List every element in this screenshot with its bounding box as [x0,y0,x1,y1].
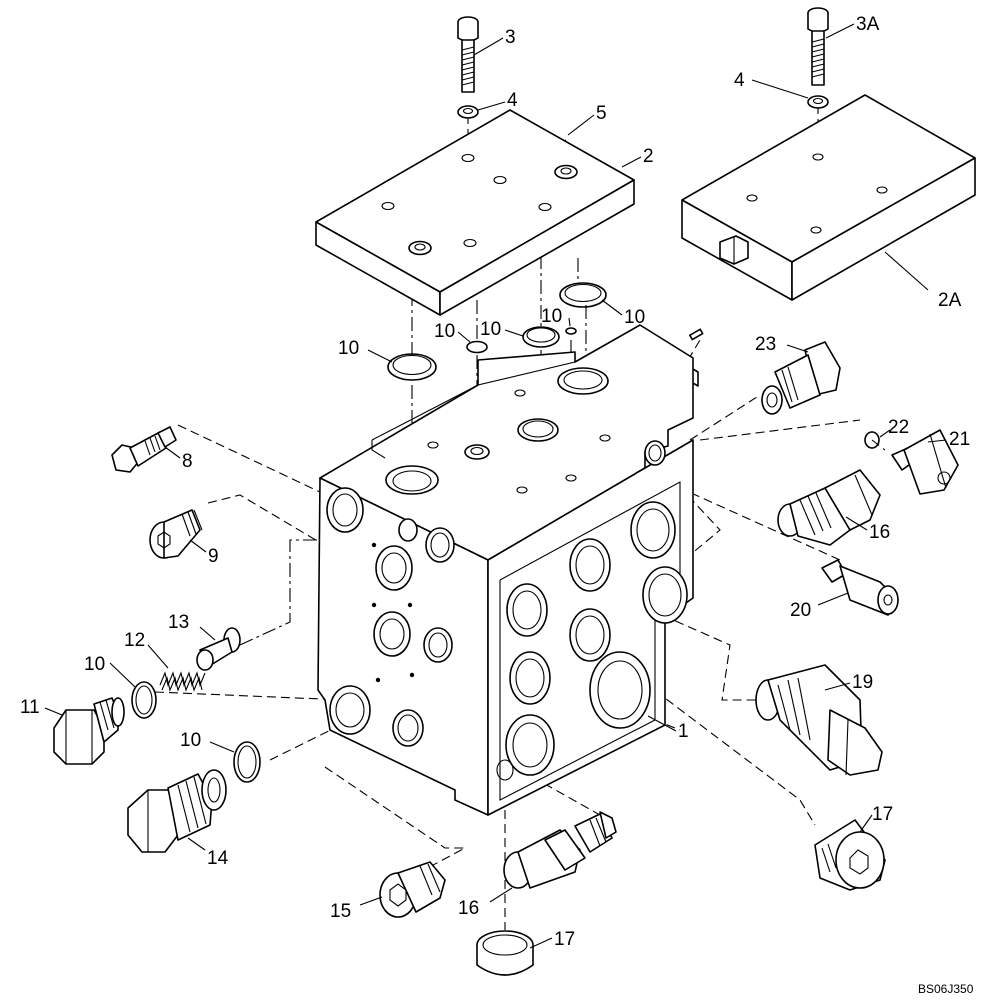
drawing-code: BS06J350 [918,982,974,996]
callout-10-d: 10 [541,306,562,327]
callout-10-b: 10 [434,321,455,342]
plug-15 [379,861,446,918]
callout-11: 11 [20,697,40,718]
callout-10-c: 10 [480,319,501,340]
spring-12 [159,671,206,692]
callout-13: 13 [168,612,189,633]
leader-lines [44,23,947,949]
o-ring-10-d [565,327,577,335]
seal-5-a [554,164,578,180]
valve-19 [755,664,883,776]
valve-23 [761,341,841,415]
callout-5: 5 [596,103,607,124]
callout-2a: 2A [938,290,962,311]
callout-23: 23 [755,334,776,355]
o-ring-22 [864,431,880,449]
callout-10-f: 10 [84,654,105,675]
callout-3: 3 [505,27,516,48]
callout-10-a: 10 [338,338,359,359]
plug-17-right [814,819,886,891]
callout-16-bottom: 16 [458,898,479,919]
seal-5-b [408,240,432,256]
callout-22: 22 [888,417,909,438]
o-ring-10-c [522,326,560,348]
cover-plate-2 [315,109,635,316]
callout-3a: 3A [856,14,880,35]
callout-21: 21 [949,429,970,450]
fitting-20 [821,559,899,616]
plug-8 [111,426,177,473]
plug-9 [149,509,203,559]
callout-10-e: 10 [624,307,645,328]
fitting-21 [891,429,959,495]
callout-8: 8 [182,451,193,472]
fitting-on-2a [719,235,749,265]
sleeve-13 [196,627,241,671]
o-ring-10-e [559,282,607,308]
valve-16-right [777,469,881,546]
valve-body-1 [317,324,694,816]
callout-20: 20 [790,600,811,621]
callout-4a: 4 [507,90,518,111]
callout-12: 12 [124,630,145,651]
callout-17-right: 17 [872,804,893,825]
cover-plate-2a [681,94,976,301]
o-ring-10-a [387,353,437,381]
callout-15: 15 [330,901,351,922]
plug-17-bottom [476,930,534,976]
callout-9: 9 [208,546,219,567]
callout-17-bottom: 17 [554,929,575,950]
callout-10-g: 10 [180,730,201,751]
callouts: 3 3A 4 4 5 2 2A 10 10 10 10 10 23 22 21 … [20,14,974,996]
callout-1: 1 [678,721,689,742]
callout-14: 14 [207,848,229,869]
plug-11 [53,697,125,765]
washer-4-a [457,105,479,119]
valve-16-bottom [503,811,617,889]
o-ring-10-g [233,741,261,783]
cap-screw-3 [457,16,479,93]
callout-2: 2 [643,146,654,167]
washer-4-b [807,95,829,109]
o-ring-10-f [131,681,157,719]
callout-19: 19 [852,672,873,693]
o-ring-10-b [466,340,488,354]
callout-16-right: 16 [869,522,890,543]
callout-4b: 4 [734,70,745,91]
valve-14 [127,769,227,853]
cap-screw-3a [807,7,829,86]
